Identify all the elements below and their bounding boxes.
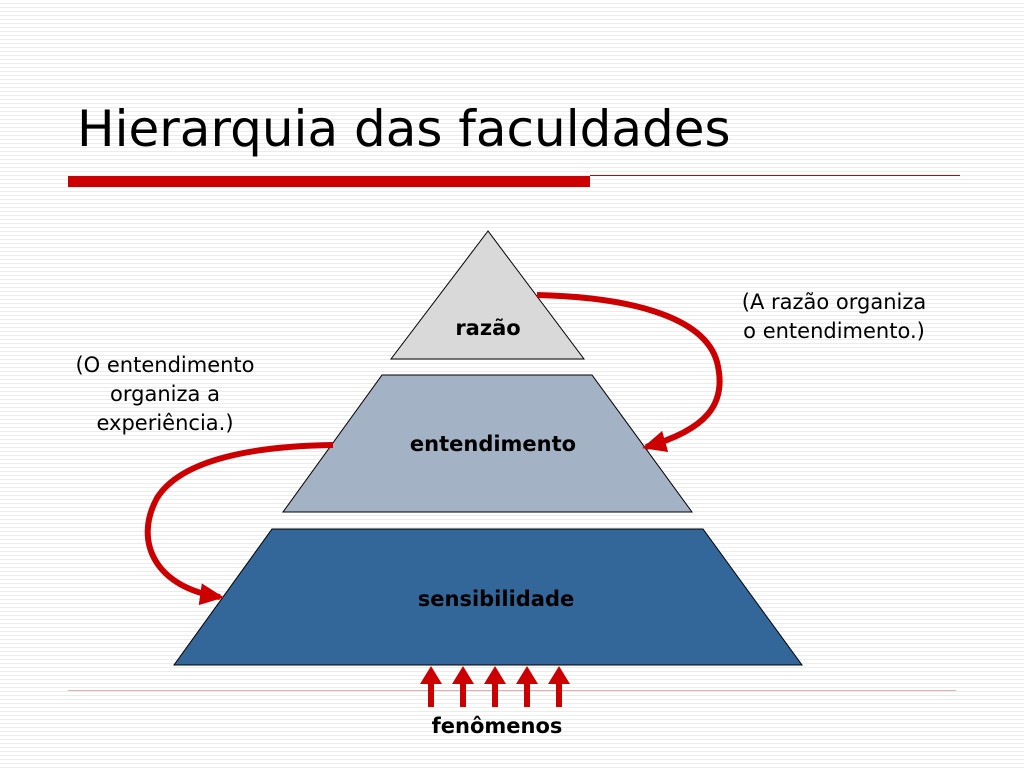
arrow-understanding-to-sensibility	[144, 442, 334, 606]
phenomena-label: fenômenos	[431, 714, 563, 738]
arrow-reason-to-understanding	[536, 292, 723, 453]
title-underline-thick	[68, 176, 590, 187]
title-underline-thin	[590, 175, 960, 176]
note-line: o entendimento.)	[743, 319, 925, 343]
up-arrow-icon	[452, 666, 474, 707]
up-arrow-icon	[484, 666, 506, 707]
note-reason-organizes: (A razão organiza o entendimento.)	[706, 288, 962, 346]
pyramid-middle-label: entendimento	[409, 432, 577, 456]
up-arrow-icon	[548, 666, 570, 707]
note-understanding-organizes: (O entendimento organiza a experiência.)	[40, 351, 290, 438]
note-line: (A razão organiza	[741, 290, 927, 314]
up-arrow-icon	[420, 666, 442, 707]
up-arrow-icon	[516, 666, 538, 707]
phenomena-arrows	[420, 666, 570, 707]
pyramid-top-tier	[389, 230, 585, 360]
slide-title: Hierarquia das faculdades	[77, 100, 731, 158]
note-line: (O entendimento	[75, 353, 255, 377]
pyramid-bottom-tier	[173, 528, 803, 666]
note-line: experiência.)	[96, 411, 234, 435]
note-line: organiza a	[110, 382, 220, 406]
footer-rule	[68, 690, 956, 691]
pyramid-bottom-label: sensibilidade	[417, 587, 575, 611]
pyramid-middle-tier	[282, 374, 693, 513]
pyramid-top-label: razão	[455, 316, 521, 340]
